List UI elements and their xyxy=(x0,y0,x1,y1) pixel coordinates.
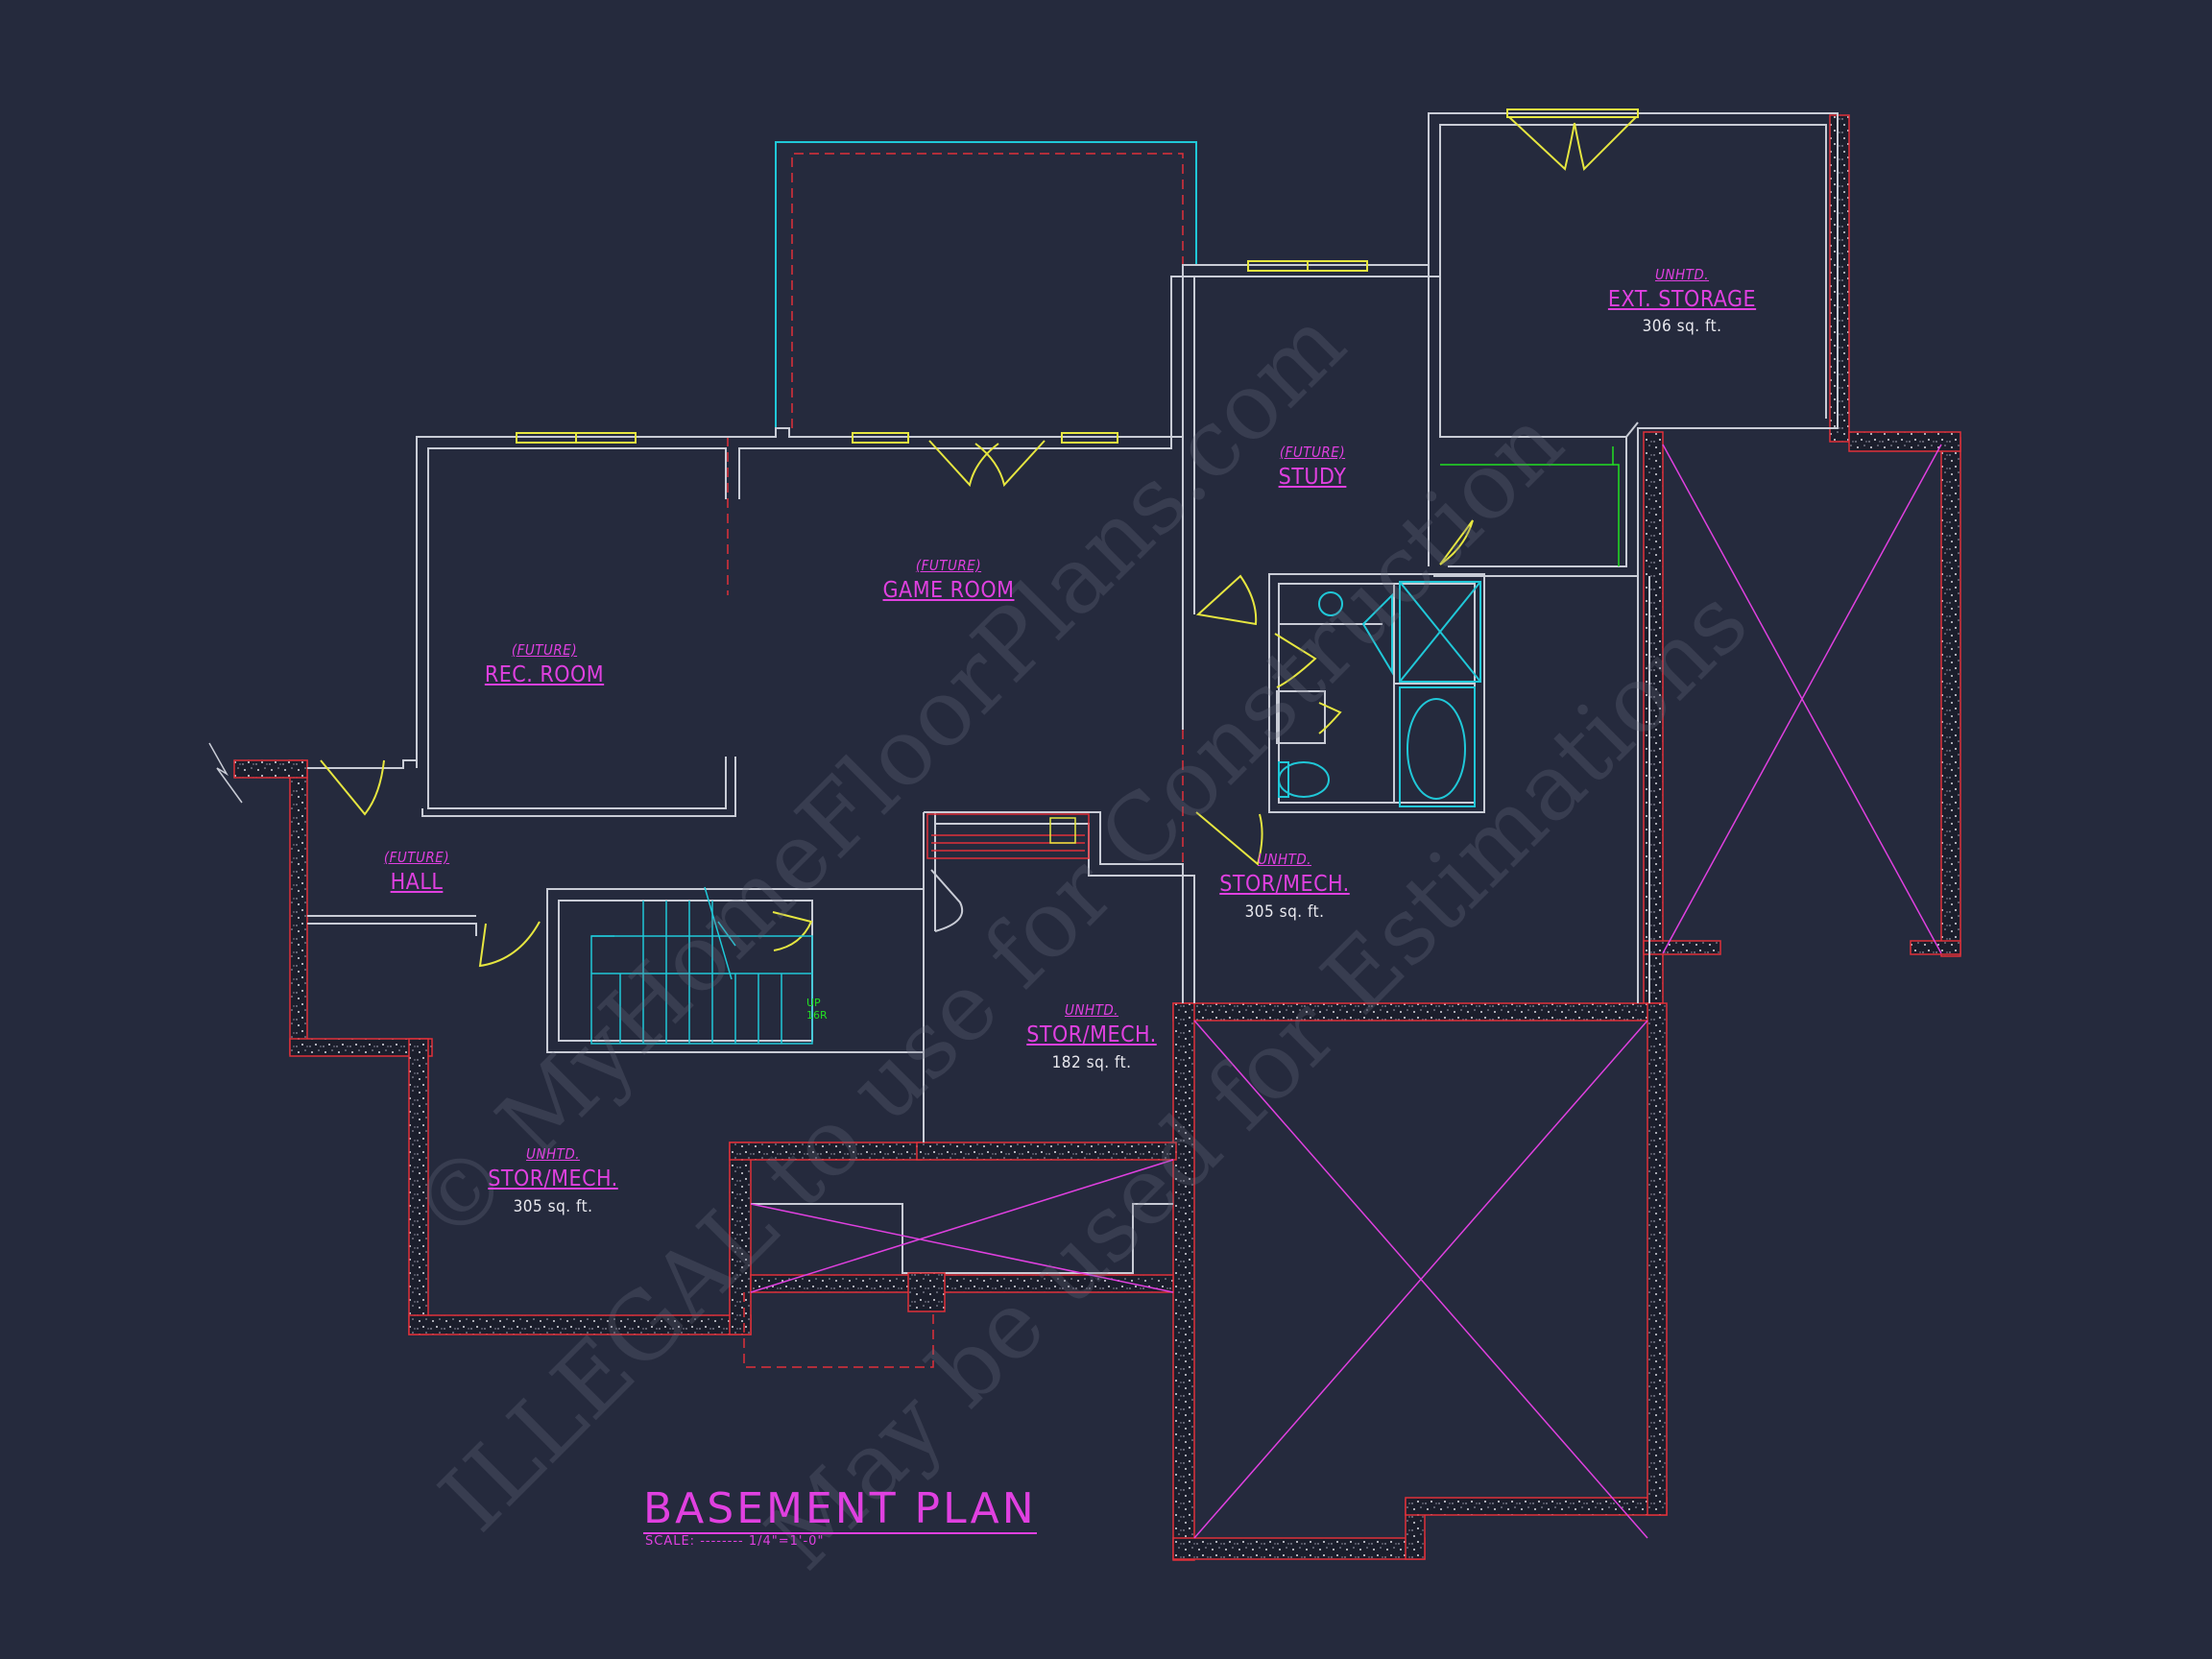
study-prefix: (FUTURE) xyxy=(1279,444,1346,461)
break-line xyxy=(208,742,243,804)
footing-lines xyxy=(727,153,1184,1368)
stor-mech-center-prefix: UNHTD. xyxy=(1064,1001,1119,1019)
windows xyxy=(516,108,1639,444)
walls xyxy=(307,112,1839,1274)
open-area-markers xyxy=(750,444,1942,1539)
rec-room-prefix: (FUTURE) xyxy=(511,641,578,659)
stor-mech-left-area: 305 sq. ft. xyxy=(513,1197,593,1216)
rec-room-name: REC. ROOM xyxy=(484,662,605,687)
closet-lines xyxy=(1440,446,1620,566)
stair-note-direction: UP xyxy=(806,997,821,1009)
stor-mech-right-prefix: UNHTD. xyxy=(1257,851,1312,868)
ext-storage-prefix: UNHTD. xyxy=(1654,266,1710,283)
plan-title: BASEMENT PLAN xyxy=(643,1484,1037,1535)
stairs xyxy=(590,886,813,1045)
stair-note-risers: 16R xyxy=(806,1009,828,1022)
foundation-walls xyxy=(233,114,1961,1561)
plan-scale: SCALE: -------- 1/4"=1'-0" xyxy=(645,1534,825,1549)
study-name: STUDY xyxy=(1278,465,1347,490)
fireplace xyxy=(926,813,1090,859)
stor-mech-right-name: STOR/MECH. xyxy=(1219,872,1350,897)
game-room-name: GAME ROOM xyxy=(882,578,1015,603)
covered-area-outline xyxy=(775,141,1197,428)
hall-prefix: (FUTURE) xyxy=(383,849,450,866)
stor-mech-center-name: STOR/MECH. xyxy=(1026,1022,1157,1047)
stor-mech-right-area: 305 sq. ft. xyxy=(1244,902,1325,922)
stor-mech-left-prefix: UNHTD. xyxy=(525,1145,581,1163)
bath-fixtures xyxy=(1278,581,1481,807)
porch-column xyxy=(907,1272,946,1312)
ext-storage-area: 306 sq. ft. xyxy=(1642,317,1722,336)
ext-storage-name: EXT. STORAGE xyxy=(1607,287,1757,312)
stair-note: UP 16R xyxy=(806,997,828,1022)
stor-mech-left-name: STOR/MECH. xyxy=(488,1166,618,1191)
doors xyxy=(320,116,1637,968)
game-room-prefix: (FUTURE) xyxy=(915,557,982,574)
stor-mech-center-area: 182 sq. ft. xyxy=(1051,1053,1132,1072)
hall-name: HALL xyxy=(390,870,444,895)
